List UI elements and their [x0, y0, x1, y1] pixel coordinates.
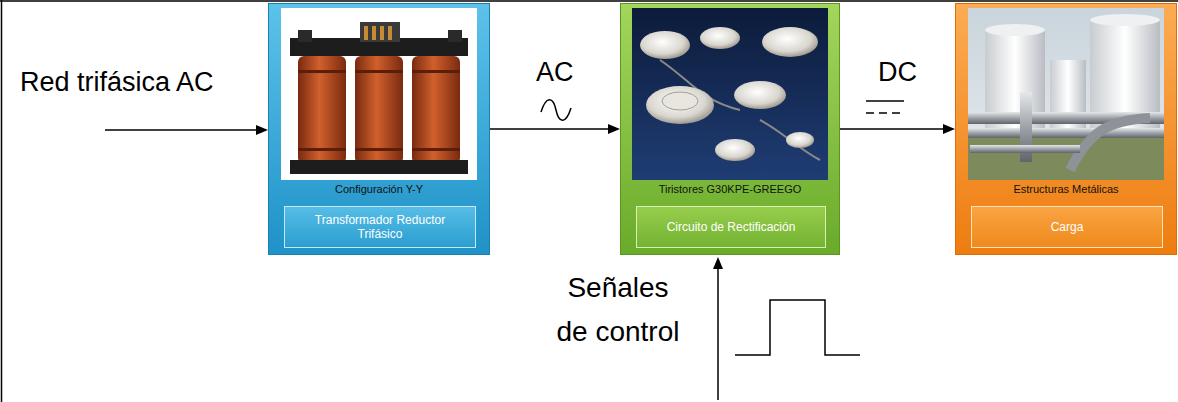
- control-arrowhead: [713, 257, 723, 269]
- load-box: Estructuras MetálicasCarga: [955, 3, 1177, 255]
- input-arrowhead: [256, 125, 268, 135]
- box-caption: Tiristores G30KPE-GREEGO: [621, 183, 839, 196]
- connector-label: AC: [534, 57, 576, 87]
- arrowhead: [608, 124, 620, 134]
- button-text: Carga: [1051, 220, 1084, 234]
- connector-arrow: [840, 128, 944, 130]
- pulse-symbol: [735, 300, 860, 355]
- transformer-box: Configuración Y-Y Transformador Reductor …: [268, 3, 490, 255]
- ac-symbol: [541, 100, 571, 121]
- control-label: Señales de control: [548, 266, 688, 354]
- dc-symbol-solid: [866, 100, 904, 102]
- transformer-button: Transformador Reductor Trifásico: [284, 206, 476, 248]
- pipeline-picture: [968, 8, 1164, 180]
- connector-arrow: [490, 128, 609, 130]
- button-text: Circuito de Rectificación: [667, 220, 796, 234]
- frame-left: [1, 0, 3, 402]
- control-arrow: [717, 268, 719, 400]
- dc-symbol-dashed: [866, 112, 904, 114]
- box-caption: Estructuras Metálicas: [956, 183, 1176, 196]
- frame-top: [0, 0, 1178, 2]
- transformer-picture: [281, 8, 477, 180]
- load-button: Carga: [971, 206, 1163, 248]
- input-arrow: [105, 129, 258, 131]
- thyristor-picture: [632, 8, 828, 180]
- arrowhead: [943, 124, 955, 134]
- rectifier-button: Circuito de Rectificación: [636, 206, 826, 248]
- rectifier-box: Tiristores G30KPE-GREEGO Circuito de Rect…: [620, 3, 840, 255]
- box-caption: Configuración Y-Y: [269, 183, 489, 196]
- button-text: Transformador Reductor Trifásico: [293, 213, 467, 241]
- input-label: Red trifásica AC: [20, 66, 260, 98]
- connector-label: DC: [876, 57, 919, 87]
